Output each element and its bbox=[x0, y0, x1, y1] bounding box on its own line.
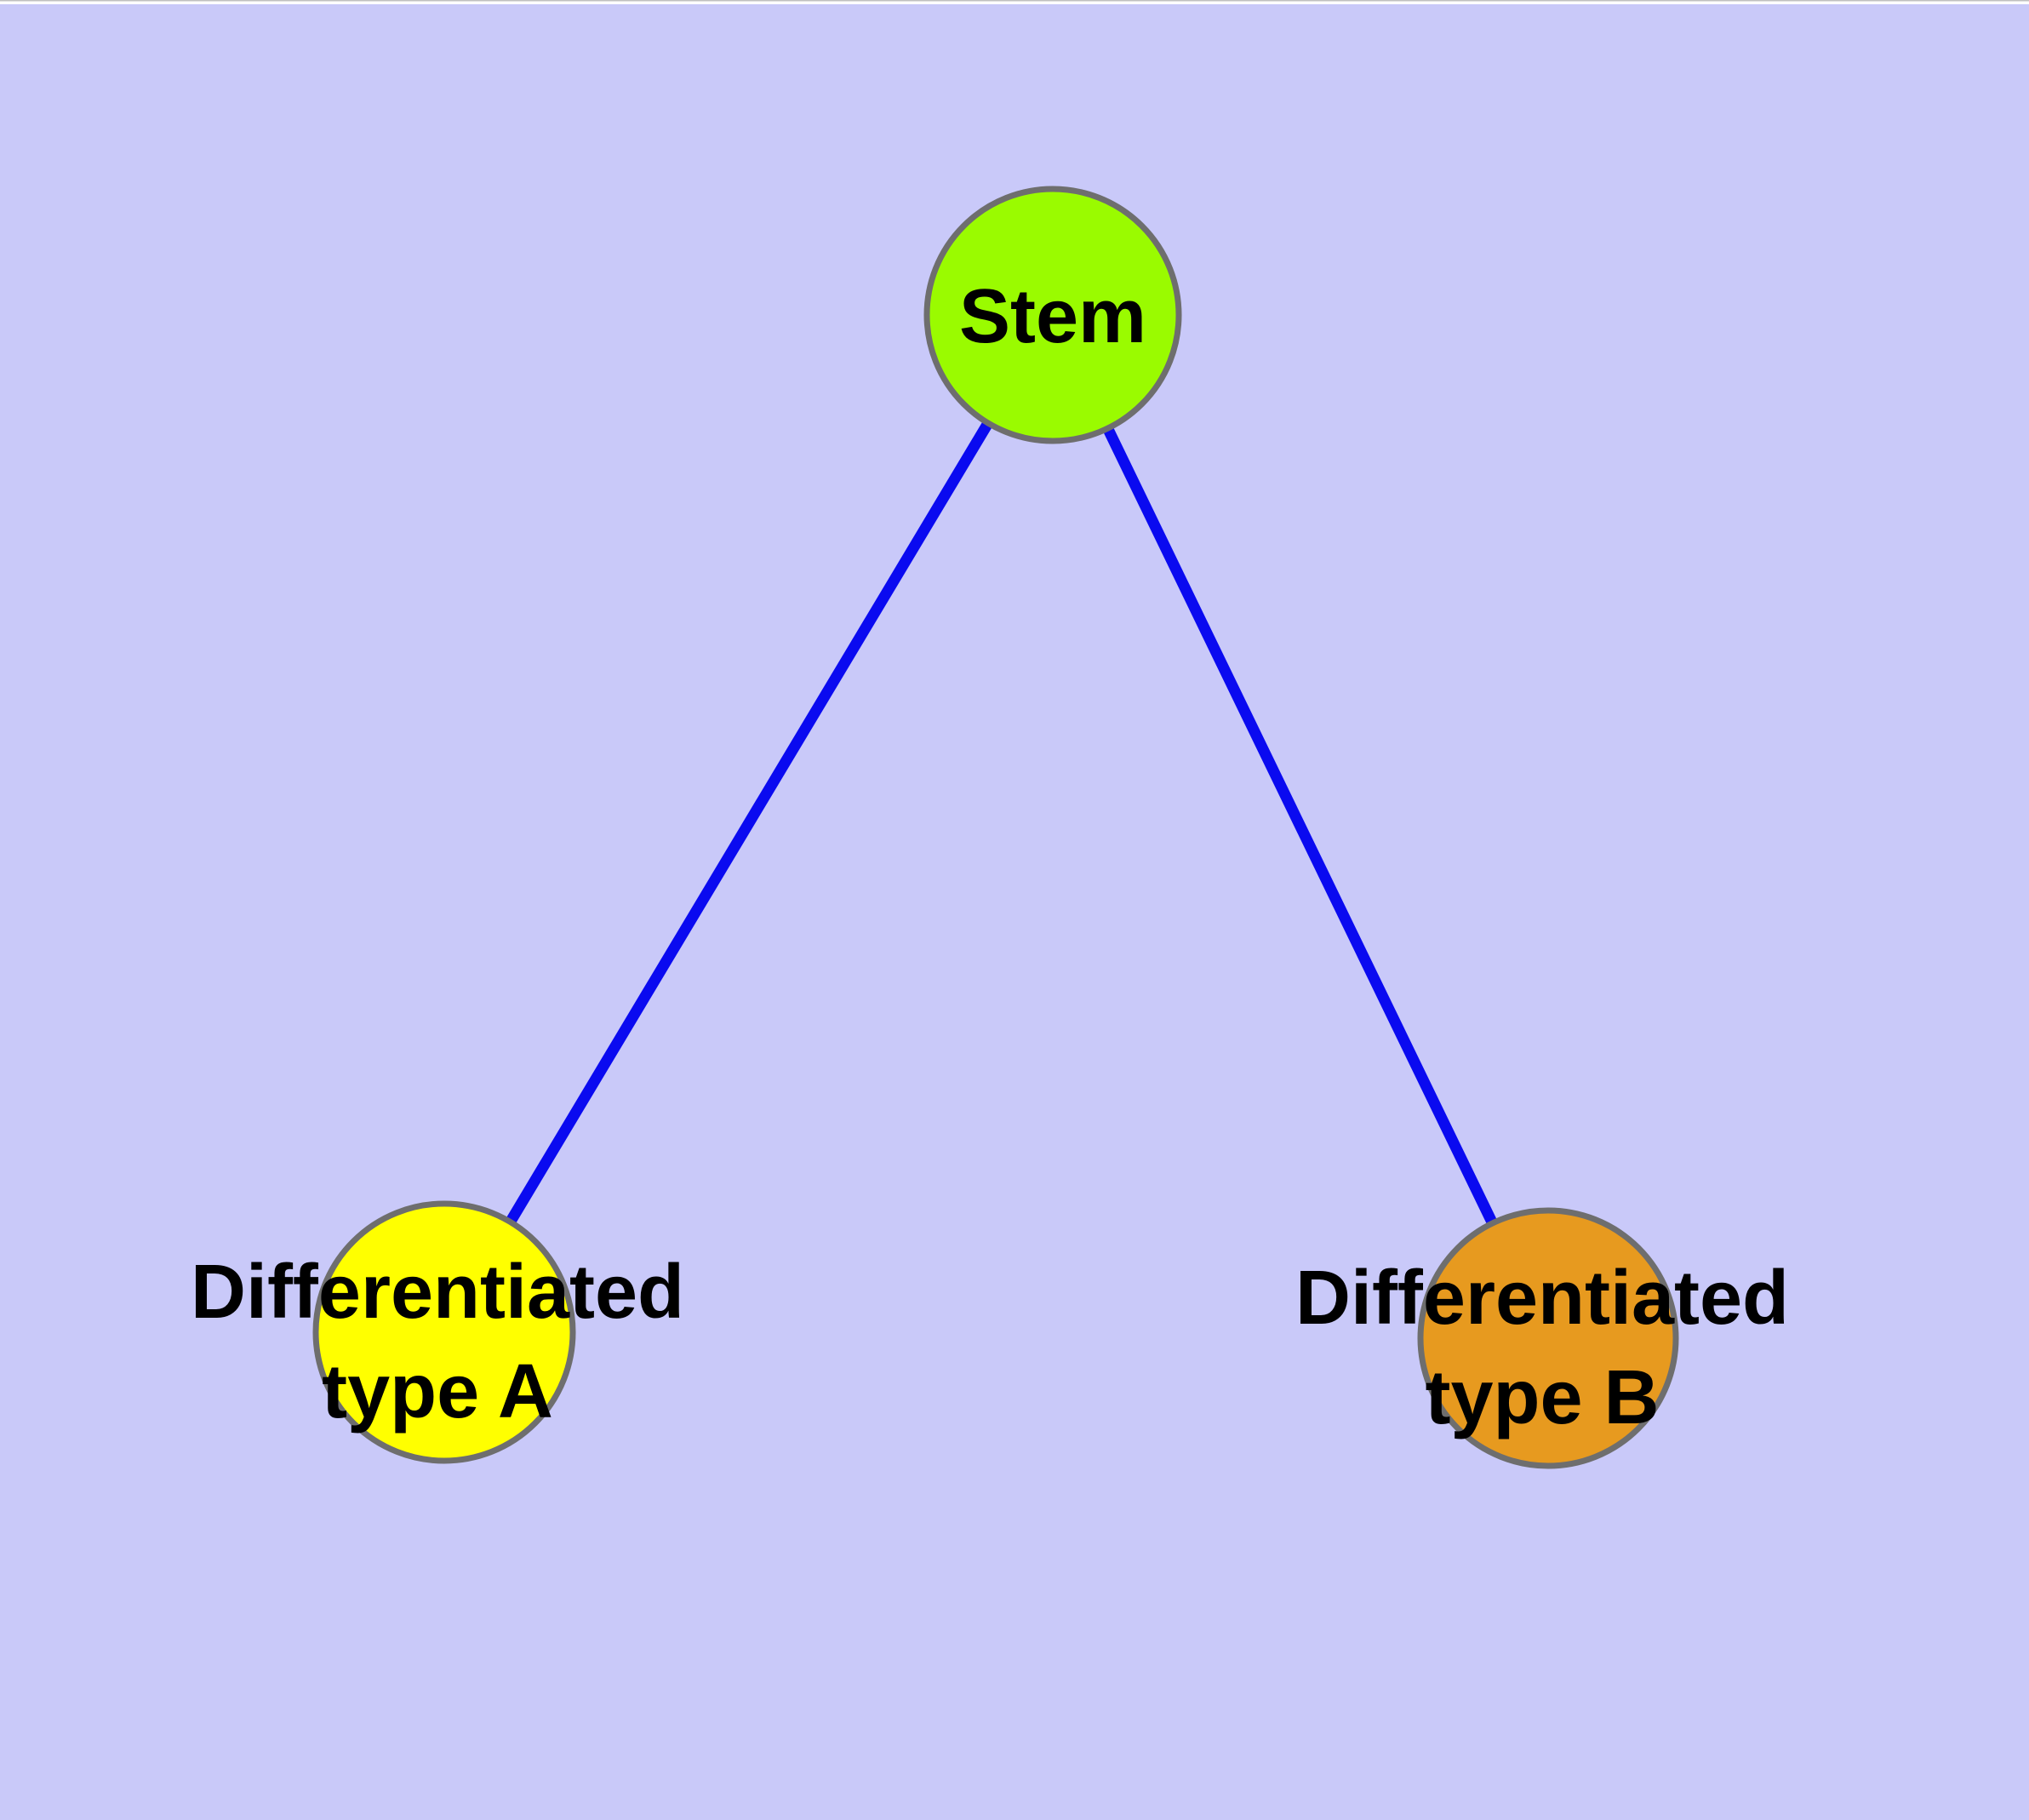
top-hairline bbox=[0, 0, 2029, 2]
node-type-b-label-line2: type B bbox=[1425, 1355, 1659, 1440]
edge-stem-to-type-a bbox=[439, 312, 1058, 1336]
edge-stem-to-type-b bbox=[1048, 312, 1553, 1341]
node-differentiated-type-a bbox=[312, 1200, 576, 1464]
node-type-a-label-line2: type A bbox=[322, 1349, 553, 1434]
node-type-b-label-line1: Differentiated bbox=[1295, 1256, 1789, 1341]
node-stem-label: Stem bbox=[959, 274, 1146, 359]
top-white-strip bbox=[0, 0, 2029, 4]
node-type-a-label-line1: Differentiated bbox=[191, 1250, 684, 1335]
node-differentiated-type-b bbox=[1417, 1207, 1679, 1469]
node-stem bbox=[923, 186, 1182, 444]
